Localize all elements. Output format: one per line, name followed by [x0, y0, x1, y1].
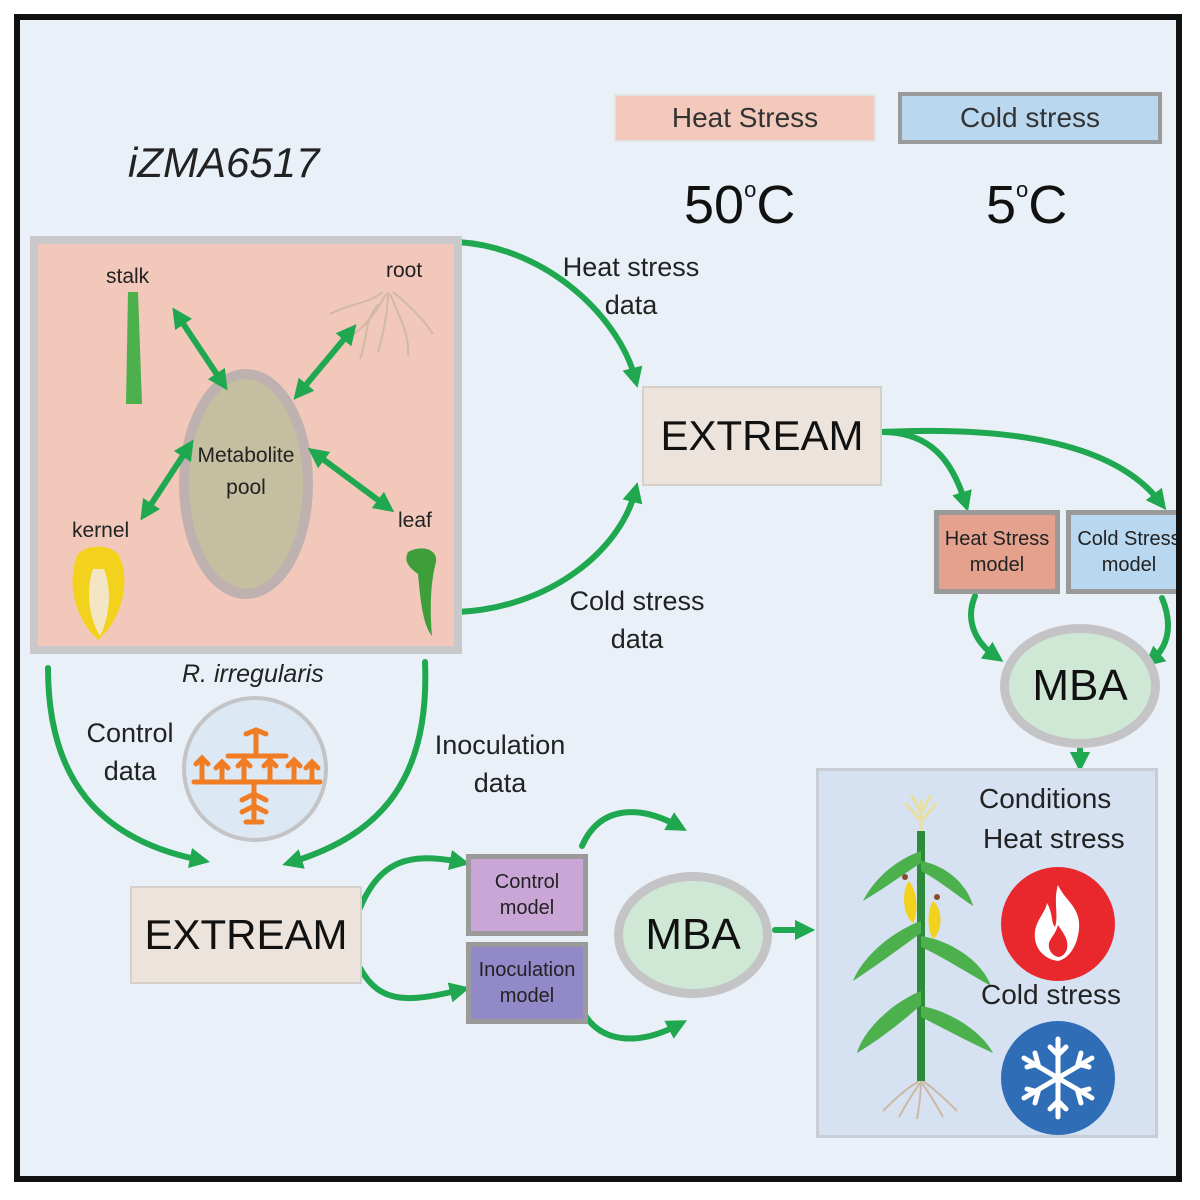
snowflake-icon — [1001, 1021, 1115, 1135]
cold-data-label: Cold stress data — [560, 582, 714, 658]
fungus-hyphae-icon — [191, 727, 323, 825]
control-model-line2: model — [499, 897, 555, 919]
metabolite-pool-line2: pool — [226, 476, 266, 499]
heat-data-label: Heat stress data — [556, 248, 706, 324]
inoculation-data-label: Inoculation data — [420, 726, 580, 802]
heat-stress-model-line2: model — [969, 554, 1025, 576]
heat-stress-legend-label: Heat Stress — [671, 102, 819, 133]
extream-to-heat-model-arrow — [879, 429, 972, 512]
conditions-cold-label: Cold stress — [981, 979, 1122, 1010]
inoc-model-out-arrow — [579, 1007, 688, 1042]
cold-temperature-value: 5 — [986, 175, 1017, 235]
extream-bottom-label: EXTREAM — [144, 911, 348, 958]
cold-stress-legend-label: Cold stress — [959, 102, 1101, 133]
cold-data-line1: Cold stress — [569, 586, 705, 616]
cold-temperature-degree: o — [1016, 177, 1029, 202]
leaf-label: leaf — [398, 509, 432, 532]
control-model-out-arrow — [579, 809, 687, 849]
cold-stress-legend: Cold stress — [898, 92, 1162, 144]
control-data-line1: Control — [86, 718, 174, 748]
heat-stress-legend: Heat Stress — [614, 94, 876, 142]
cold-stress-model-box: Cold Stress model — [1066, 510, 1181, 594]
fungus-label: R. irregularis — [182, 660, 324, 688]
control-model-box: Control model — [466, 854, 588, 936]
extream-to-inoc-model-arrow — [357, 965, 470, 1003]
metabolite-pool-line1: Metabolite — [197, 444, 295, 467]
cold-stress-model-line2: model — [1101, 554, 1157, 576]
cold-data-line2: data — [610, 624, 664, 654]
stalk-shape — [126, 292, 142, 404]
extream-top-label: EXTREAM — [660, 412, 864, 459]
inoculation-data-line2: data — [473, 768, 527, 798]
control-data-label: Control data — [78, 714, 182, 790]
conditions-panel: Conditions Heat stress Cold stress — [816, 768, 1158, 1138]
heat-data-arrow — [455, 239, 643, 388]
extream-top-box: EXTREAM — [642, 386, 882, 486]
inoculation-data-arrow — [282, 659, 429, 869]
corn-plant-icon — [853, 794, 993, 1120]
heat-stress-model-box: Heat Stress model — [934, 510, 1060, 594]
cold-stress-model-line1: Cold Stress — [1077, 528, 1181, 550]
extream-bottom-box: EXTREAM — [130, 886, 362, 984]
inoculation-model-line1: Inoculation — [478, 959, 576, 981]
heat-model-to-mba-arrow — [968, 593, 1004, 662]
arrow-layer — [45, 239, 1171, 1042]
metabolite-pool-label: Metabolite pool — [184, 440, 308, 504]
heat-temperature-unit: C — [756, 175, 796, 235]
stalk-label: stalk — [106, 265, 150, 288]
cold-data-arrow — [455, 482, 643, 615]
cold-temperature: 5oC — [986, 178, 1067, 232]
heat-stress-model-line1: Heat Stress — [944, 528, 1050, 550]
control-model-line1: Control — [494, 871, 560, 893]
kernel-shape — [72, 546, 125, 640]
heat-data-line1: Heat stress — [562, 252, 700, 282]
heat-temperature-degree: o — [744, 177, 757, 202]
control-data-arrow — [45, 665, 211, 868]
cold-temperature-unit: C — [1028, 175, 1068, 235]
mba-bottom-circle: MBA — [614, 872, 772, 998]
cold-model-to-mba-arrow — [1144, 595, 1171, 667]
conditions-heat-label: Heat stress — [983, 823, 1125, 854]
heat-temperature-value: 50 — [684, 175, 745, 235]
stalk-pool-arrow — [172, 307, 228, 391]
tissue-panel: stalk root kernel leaf Metabolite pool — [30, 236, 462, 654]
kernel-label: kernel — [72, 519, 130, 542]
heat-data-line2: data — [604, 290, 658, 320]
heat-temperature: 50oC — [684, 178, 795, 232]
root-pool-arrow — [293, 324, 357, 400]
inoculation-data-line1: Inoculation — [434, 730, 566, 760]
extream-to-control-model-arrow — [357, 849, 471, 911]
leaf-pool-arrow — [307, 447, 395, 513]
inoculation-model-box: Inoculation model — [466, 942, 588, 1024]
mba-top-label: MBA — [1032, 661, 1128, 710]
flame-icon — [1001, 867, 1115, 981]
leaf-shape — [406, 548, 437, 636]
tissue-panel-art — [72, 291, 437, 640]
root-label: root — [386, 259, 423, 282]
conditions-title: Conditions — [979, 783, 1112, 814]
mba-top-circle: MBA — [1000, 624, 1160, 748]
inoculation-model-line2: model — [499, 985, 555, 1007]
extream-to-cold-model-arrow — [879, 427, 1167, 511]
root-shape — [329, 291, 434, 360]
model-name: iZMA6517 — [128, 139, 320, 186]
control-data-line2: data — [103, 756, 157, 786]
kernel-pool-arrow — [140, 439, 194, 521]
fungus-circle — [182, 696, 328, 842]
mba-bottom-label: MBA — [645, 910, 741, 959]
diagram-frame: iZMA6517 Heat Stress Cold stress 50oC 5o… — [14, 14, 1182, 1182]
